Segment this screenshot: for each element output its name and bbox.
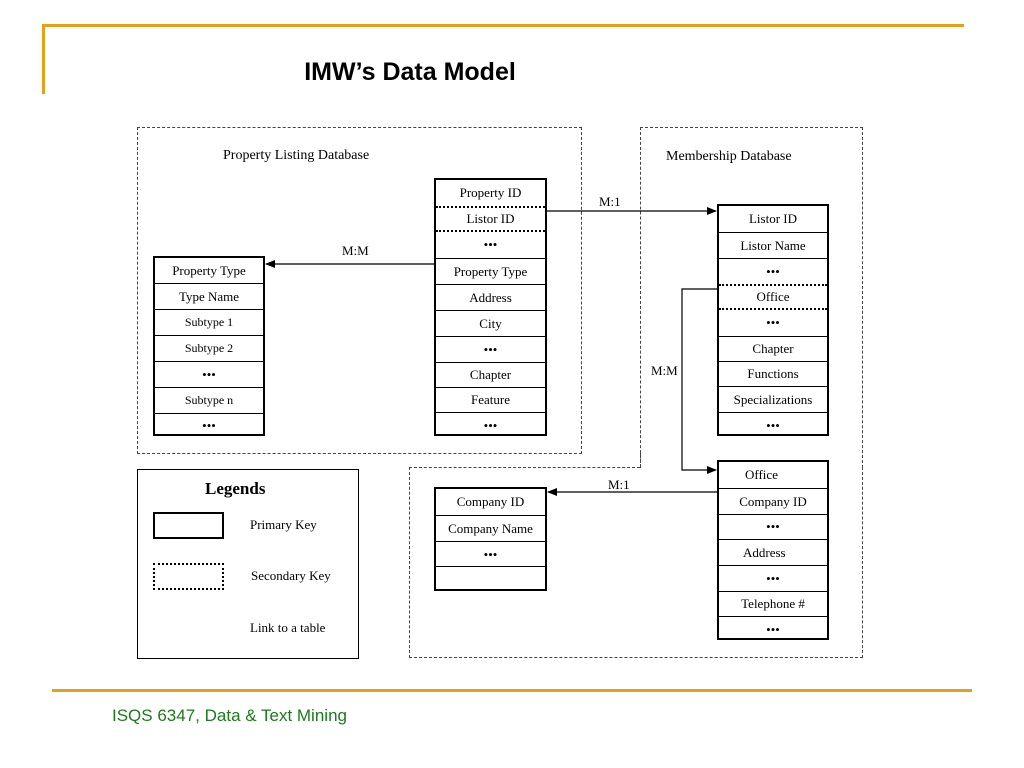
- table-row: Subtype n: [155, 387, 263, 413]
- table-row: Company Name: [436, 515, 545, 541]
- membership-db-region-lower: [409, 467, 863, 658]
- table-row: Property Type: [436, 258, 545, 284]
- table-row: •••: [766, 315, 780, 330]
- legend-primary-key-swatch: [153, 512, 224, 539]
- legend-primary-key-label: Primary Key: [250, 517, 317, 532]
- table-row: Feature: [436, 387, 545, 412]
- table-row: Office: [719, 284, 827, 310]
- arrow-listor-to-office: [681, 288, 717, 474]
- property-listing-db-label: Property Listing Database: [223, 148, 370, 163]
- table-row: •••: [719, 412, 827, 438]
- membership-db-region-corner: [640, 453, 641, 467]
- table-row: Subtype 2: [155, 335, 263, 361]
- table-row: •••: [719, 514, 827, 539]
- table-row: Subtype 1: [155, 309, 263, 335]
- table-row: •••: [719, 616, 827, 642]
- legend-title: Legends: [205, 479, 266, 498]
- table-row: Functions: [719, 361, 827, 386]
- table-row: •••: [436, 336, 545, 362]
- legend-secondary-key-swatch: [153, 563, 224, 590]
- legend-secondary-key-label: Secondary Key: [251, 568, 331, 583]
- footer-text: ISQS 6347, Data & Text Mining: [112, 706, 347, 725]
- table-row: Company ID: [719, 488, 827, 514]
- table-row: •••: [719, 565, 827, 591]
- table-row: City: [436, 310, 545, 336]
- table-row: •••: [436, 412, 545, 438]
- membership-db-region-upper: [640, 127, 863, 468]
- membership-db-label: Membership Database: [666, 149, 792, 164]
- table-row: Chapter: [436, 362, 545, 387]
- legend-link-label: Link to a table: [250, 620, 326, 635]
- table-row: Office: [745, 467, 778, 482]
- table-row: Telephone #: [719, 591, 827, 616]
- table-row: Listor ID: [748, 211, 798, 226]
- table-row: Type Name: [155, 283, 263, 309]
- office-table: Office Company ID ••• Address ••• Teleph…: [717, 460, 829, 640]
- page-title: IMW’s Data Model: [304, 58, 516, 86]
- relationship-label-listor-office: M:M: [651, 363, 678, 378]
- table-row: Listor Name: [719, 232, 827, 258]
- table-row: •••: [483, 237, 498, 252]
- relationship-label-office-company: M:1: [608, 477, 630, 492]
- top-accent-line: [42, 24, 964, 27]
- table-row: Specializations: [719, 386, 827, 412]
- company-table: Company ID Company Name •••: [434, 487, 547, 591]
- table-row: •••: [155, 361, 263, 387]
- membership-db-region-step: [409, 467, 640, 468]
- table-row: Property Type: [172, 263, 246, 278]
- table-row: Chapter: [719, 336, 827, 361]
- bottom-accent-line: [52, 689, 972, 692]
- table-row: Company ID: [456, 494, 525, 509]
- table-row: Address: [719, 539, 827, 565]
- listor-table: Listor ID Listor Name ••• Office ••• Cha…: [717, 204, 829, 436]
- table-row: •••: [436, 541, 545, 567]
- property-table: Property ID Listor ID ••• Property Type …: [434, 178, 547, 436]
- table-row: •••: [719, 258, 827, 284]
- left-accent-line: [42, 24, 45, 94]
- table-row: Property ID: [459, 185, 522, 200]
- table-row: Listor ID: [436, 206, 545, 232]
- table-row: Address: [436, 284, 545, 310]
- relationship-label-property-type: M:M: [342, 243, 369, 258]
- property-listing-db-region: [137, 127, 582, 454]
- property-type-table: Property Type Type Name Subtype 1 Subtyp…: [153, 256, 265, 436]
- table-row: •••: [155, 413, 263, 438]
- relationship-label-property-listor: M:1: [599, 194, 621, 209]
